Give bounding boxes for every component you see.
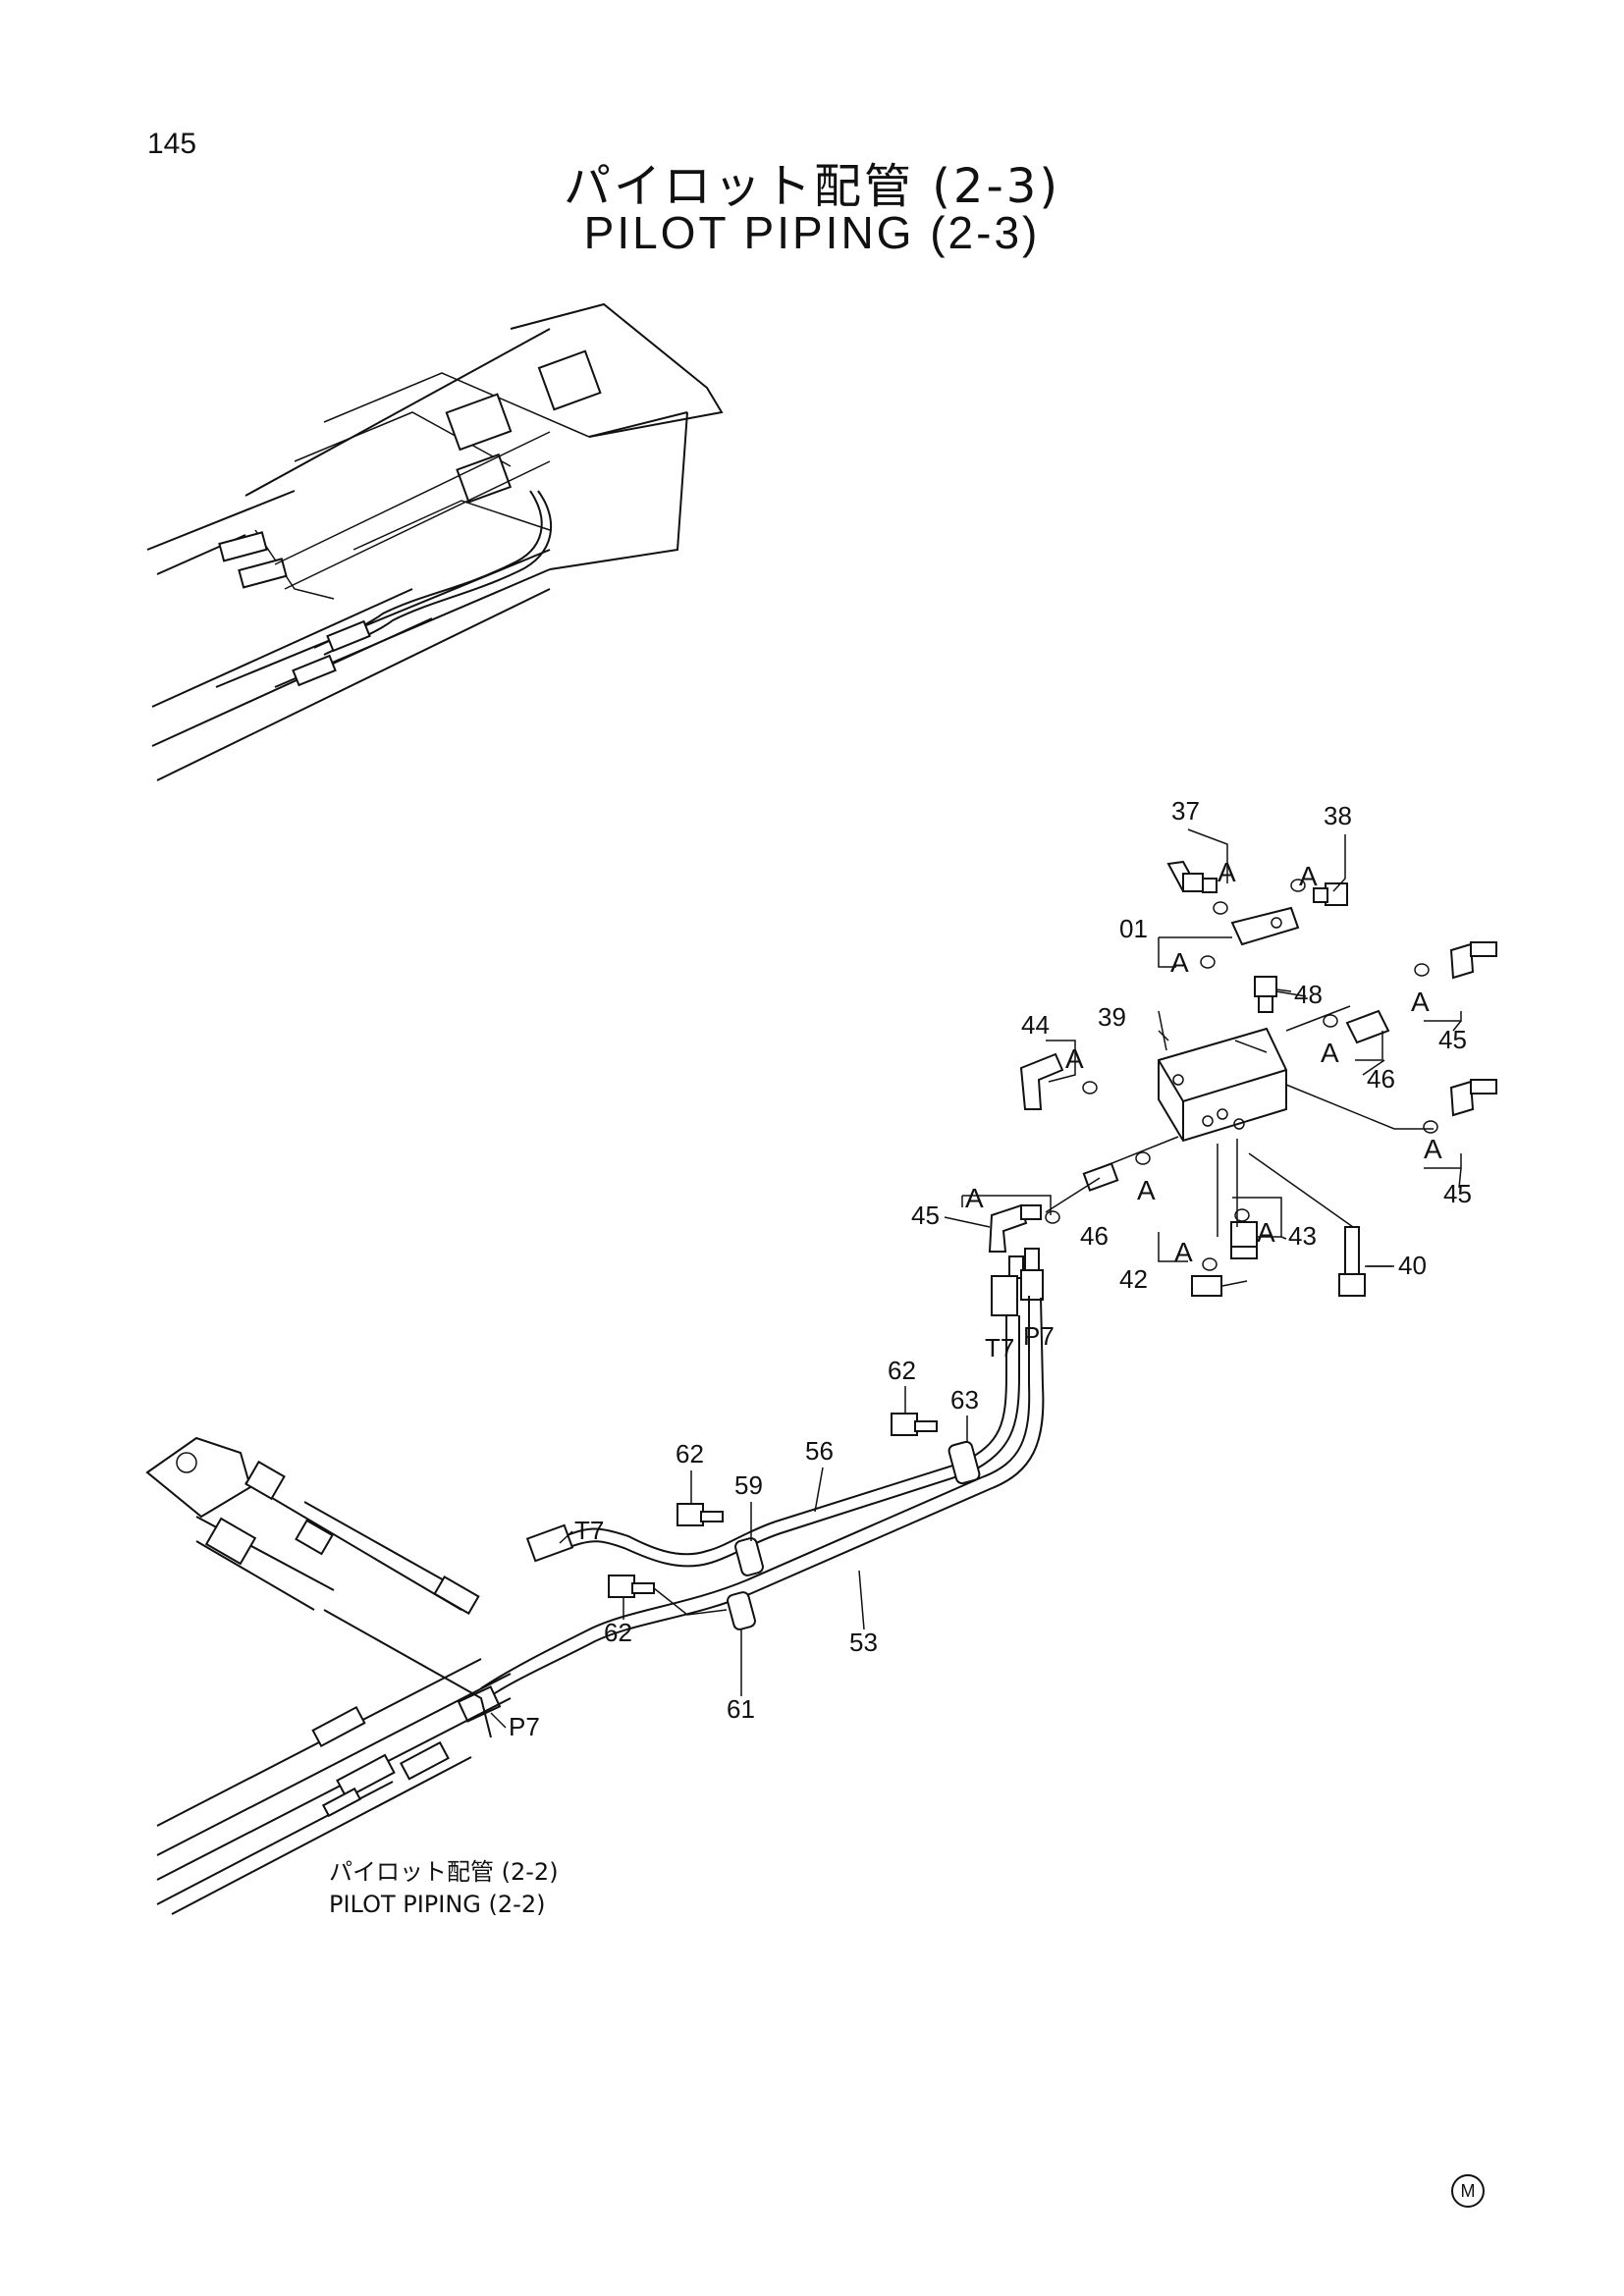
callout-40: 40 xyxy=(1398,1251,1427,1280)
seal-marker-a-01: A xyxy=(1170,947,1189,978)
pilot-hose-routing xyxy=(457,1248,1045,1723)
seal-marker-a-45-upper: A xyxy=(1411,987,1430,1017)
port-label-p7-line: P7 xyxy=(509,1712,540,1741)
callout-53: 53 xyxy=(849,1628,878,1657)
callout-46-left: 46 xyxy=(1080,1221,1109,1251)
callout-45-upper-right: 45 xyxy=(1438,1025,1467,1054)
port-label-t7-valve: T7 xyxy=(985,1333,1014,1362)
machine-overview-illustration xyxy=(146,302,724,781)
corner-mark-m: M xyxy=(1451,2174,1485,2208)
callout-61: 61 xyxy=(727,1694,755,1724)
seal-marker-a-44: A xyxy=(1065,1043,1084,1074)
seal-marker-a-45-left: A xyxy=(965,1183,984,1213)
callout-62-middle: 62 xyxy=(676,1439,704,1468)
seal-marker-a-46-right: A xyxy=(1321,1038,1339,1068)
callout-44: 44 xyxy=(1021,1010,1050,1040)
callout-62-lower: 62 xyxy=(604,1618,632,1647)
callout-56: 56 xyxy=(805,1436,834,1466)
seal-marker-a-46-left: A xyxy=(1137,1175,1156,1205)
page-title-english: PILOT PIPING (2-3) xyxy=(583,207,1041,258)
port-label-t7-line: T7 xyxy=(574,1516,604,1545)
seal-marker-a-37: A xyxy=(1218,857,1236,887)
callout-39: 39 xyxy=(1098,1002,1126,1032)
seal-marker-a-43: A xyxy=(1257,1217,1275,1248)
seal-marker-a-45-lower: A xyxy=(1424,1134,1442,1164)
callout-45-lower-right: 45 xyxy=(1443,1179,1472,1208)
page-title-japanese: パイロット配管 (2-3) xyxy=(563,159,1061,214)
callout-42: 42 xyxy=(1119,1264,1148,1294)
pilot-piping-2-2-reference-illustration xyxy=(145,1436,512,1915)
page-number: 145 xyxy=(147,128,197,160)
callout-43: 43 xyxy=(1288,1221,1317,1251)
seal-marker-a-42: A xyxy=(1174,1237,1193,1267)
callout-37: 37 xyxy=(1171,796,1200,826)
reference-caption-english: PILOT PIPING (2-2) xyxy=(329,1891,545,1918)
callout-48: 48 xyxy=(1294,980,1323,1009)
callout-63: 63 xyxy=(950,1385,979,1415)
reference-caption-japanese: パイロット配管 (2-2) xyxy=(329,1858,559,1886)
callout-38: 38 xyxy=(1324,801,1352,830)
callout-59: 59 xyxy=(734,1470,763,1500)
port-label-p7-valve: P7 xyxy=(1023,1321,1055,1351)
pilot-valve-block-assembly xyxy=(961,828,1497,1297)
callout-62-upper: 62 xyxy=(888,1356,916,1385)
seal-marker-a-38: A xyxy=(1299,861,1318,891)
callout-01: 01 xyxy=(1119,914,1148,943)
callout-45-left: 45 xyxy=(911,1201,940,1230)
